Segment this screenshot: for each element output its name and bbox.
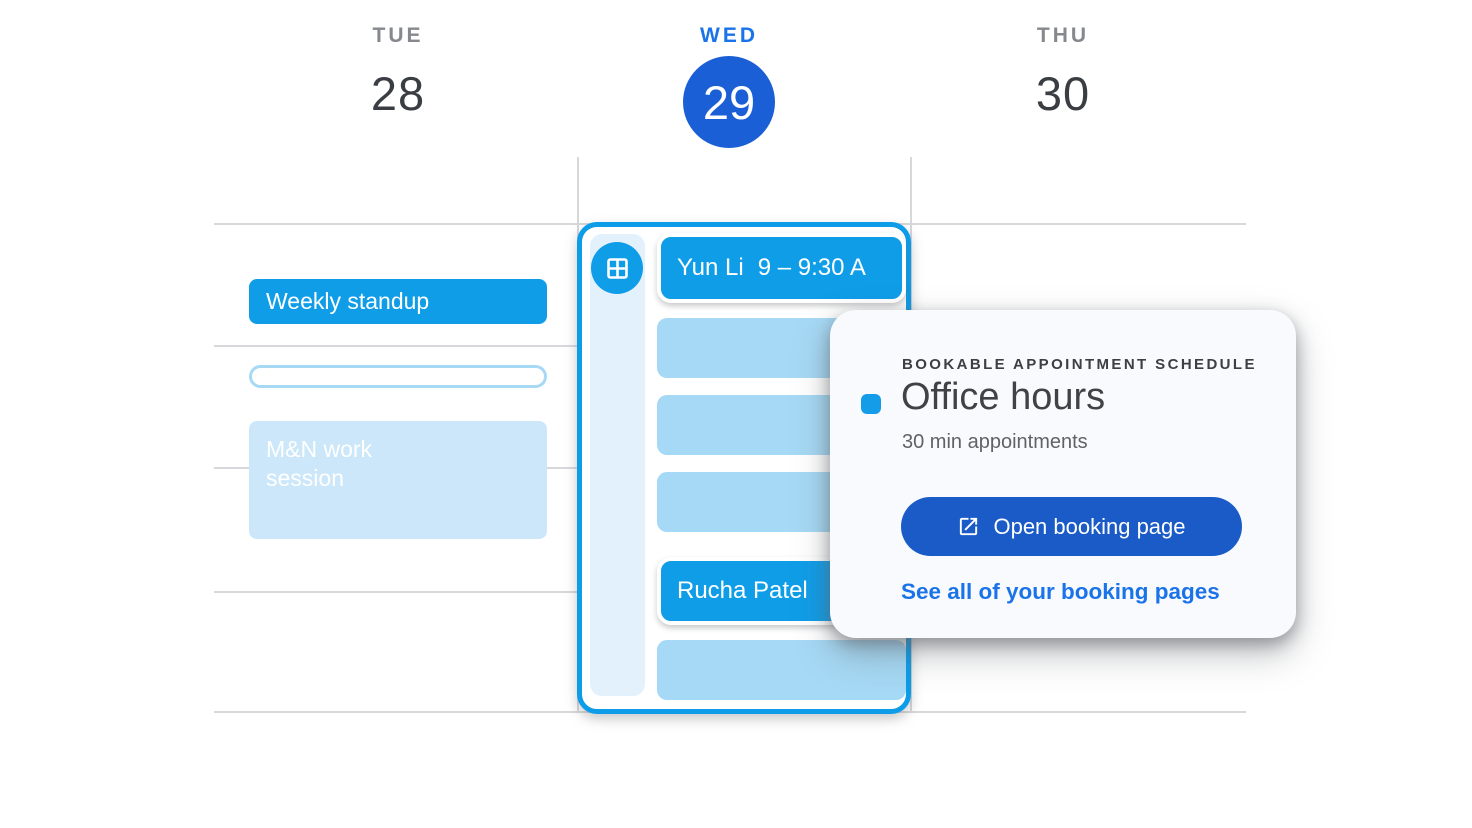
card-subtitle: 30 min appointments (902, 431, 1088, 453)
schedule-color-swatch (861, 394, 881, 414)
day-name: THU (1036, 24, 1090, 47)
button-label: Open booking page (993, 513, 1186, 539)
open-in-new-icon (960, 517, 978, 536)
day-date: 29 (702, 75, 756, 129)
attendee-name: Rucha Patel (677, 577, 808, 604)
attendee-name: Yun Li (677, 254, 744, 281)
appointment-text: Rucha Patel (661, 561, 902, 621)
card-eyebrow: BOOKABLE APPOINTMENT SCHEDULE (902, 356, 1257, 373)
booking-schedule-card: BOOKABLE APPOINTMENT SCHEDULE Office hou… (830, 310, 1296, 638)
open-appointment-slot[interactable] (657, 640, 906, 700)
booked-appointment[interactable]: Yun Li 9 – 9:30 A (657, 233, 906, 303)
day-date[interactable]: 28 (370, 67, 426, 120)
day-column-header-thu: THU 30 (903, 24, 1223, 121)
schedule-strip (590, 234, 645, 696)
day-column-header-tue: TUE 28 (238, 24, 558, 121)
appointment-text: Yun Li 9 – 9:30 A (661, 237, 902, 299)
day-column-header-wed: WED 29 (569, 24, 889, 148)
event-empty-slot[interactable] (249, 365, 547, 388)
day-date[interactable]: 30 (1035, 67, 1091, 120)
see-all-booking-pages-link[interactable]: See all of your booking pages (901, 579, 1220, 604)
card-title: Office hours (901, 376, 1106, 418)
day-name: WED (700, 24, 758, 47)
event-work-session[interactable]: M&N work session (249, 421, 547, 539)
appointment-schedule-badge (591, 242, 643, 294)
selected-date-circle[interactable]: 29 (683, 56, 775, 148)
appointment-time: 9 – 9:30 A (757, 254, 866, 281)
event-weekly-standup[interactable]: Weekly standup (249, 279, 547, 324)
event-label: M&N work session (266, 436, 373, 492)
grid-schedule-icon (606, 257, 628, 279)
open-booking-page-button[interactable]: Open booking page (901, 497, 1242, 556)
day-name: TUE (372, 24, 424, 47)
event-label: Weekly standup (266, 288, 430, 314)
